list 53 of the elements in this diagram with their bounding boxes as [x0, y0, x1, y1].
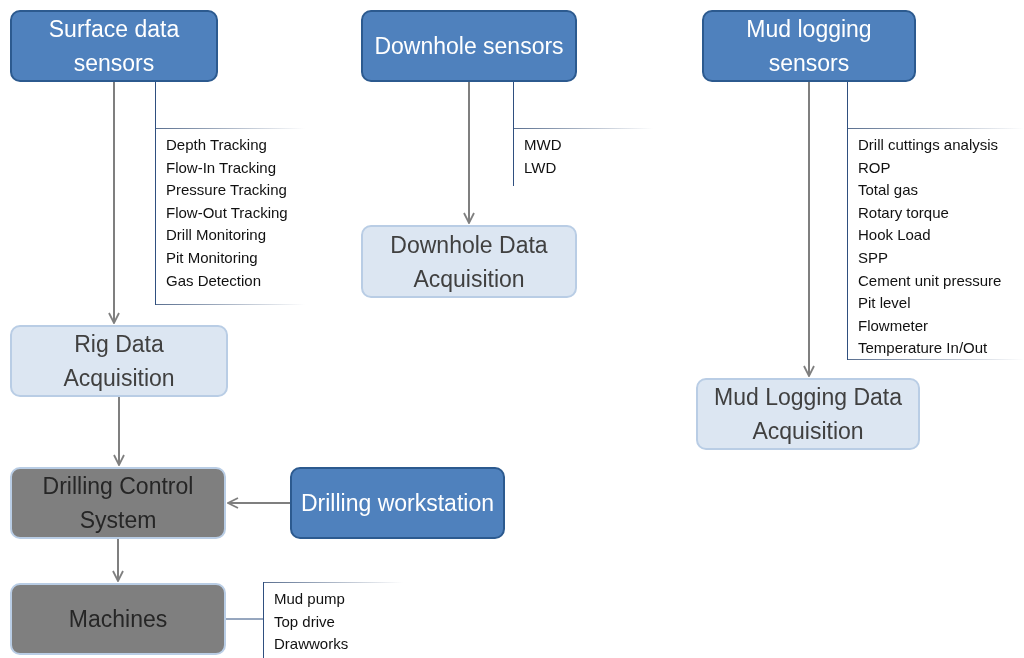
box-label: Surface data sensors	[47, 15, 181, 78]
process-box	[290, 467, 505, 539]
list-item: Pressure Tracking	[166, 180, 288, 201]
list-item: Depth Tracking	[166, 135, 268, 155]
process-box	[10, 325, 228, 397]
box-label: Drilling workstation	[301, 489, 494, 518]
process-box	[10, 583, 226, 655]
list-item: Drill cuttings analysis	[858, 135, 1000, 155]
list-item: Cement unit pressure	[858, 270, 1003, 291]
bracket-list	[847, 128, 1024, 360]
list-item: Hook Load	[858, 225, 932, 246]
arrow	[463, 81, 475, 224]
box-label: Mud logging sensors	[745, 15, 873, 78]
list-item: SPP	[858, 247, 889, 268]
bracket-list	[263, 582, 403, 658]
list-item: Total gas	[858, 180, 920, 201]
arrow	[108, 81, 120, 324]
list-item: Drill Monitoring	[166, 225, 268, 246]
list-item: Mud pump	[274, 589, 346, 609]
box-label: Mud Logging Data Acquisition	[713, 383, 903, 446]
box-label: Machines	[68, 605, 168, 634]
arrow	[112, 538, 124, 582]
connector-line	[847, 81, 848, 129]
process-box	[10, 467, 226, 539]
list-item: Pit level	[858, 293, 912, 314]
list-item: Top drive	[274, 611, 336, 632]
box-label: Downhole sensors	[374, 32, 564, 61]
list-item: Gas Detection	[166, 270, 263, 291]
connector-line	[155, 81, 156, 129]
box-label: Rig Data Acquisition	[62, 330, 176, 393]
list-item: Drawworks	[274, 634, 350, 655]
list-item: ROP	[858, 157, 892, 178]
process-box	[702, 10, 916, 82]
list-item: Temperature In/Out	[858, 338, 989, 359]
list-item: MWD	[524, 135, 563, 155]
connector-line	[513, 81, 514, 129]
list-item: LWD	[524, 157, 558, 178]
list-item: Rotary torque	[858, 202, 950, 223]
arrow	[803, 81, 815, 377]
process-box	[361, 225, 577, 298]
list-item: Flow-In Tracking	[166, 157, 278, 178]
arrow	[113, 396, 125, 466]
process-box	[10, 10, 218, 82]
process-box	[361, 10, 577, 82]
box-label: Drilling Control System	[41, 472, 195, 535]
list-item: Flow-Out Tracking	[166, 202, 289, 223]
box-label: Downhole Data Acquisition	[389, 230, 549, 294]
connector-line	[225, 618, 264, 620]
arrow	[227, 497, 291, 509]
list-item: Pit Monitoring	[166, 247, 259, 268]
list-item: Flowmeter	[858, 315, 929, 336]
bracket-list	[155, 128, 305, 305]
process-box	[696, 378, 920, 450]
